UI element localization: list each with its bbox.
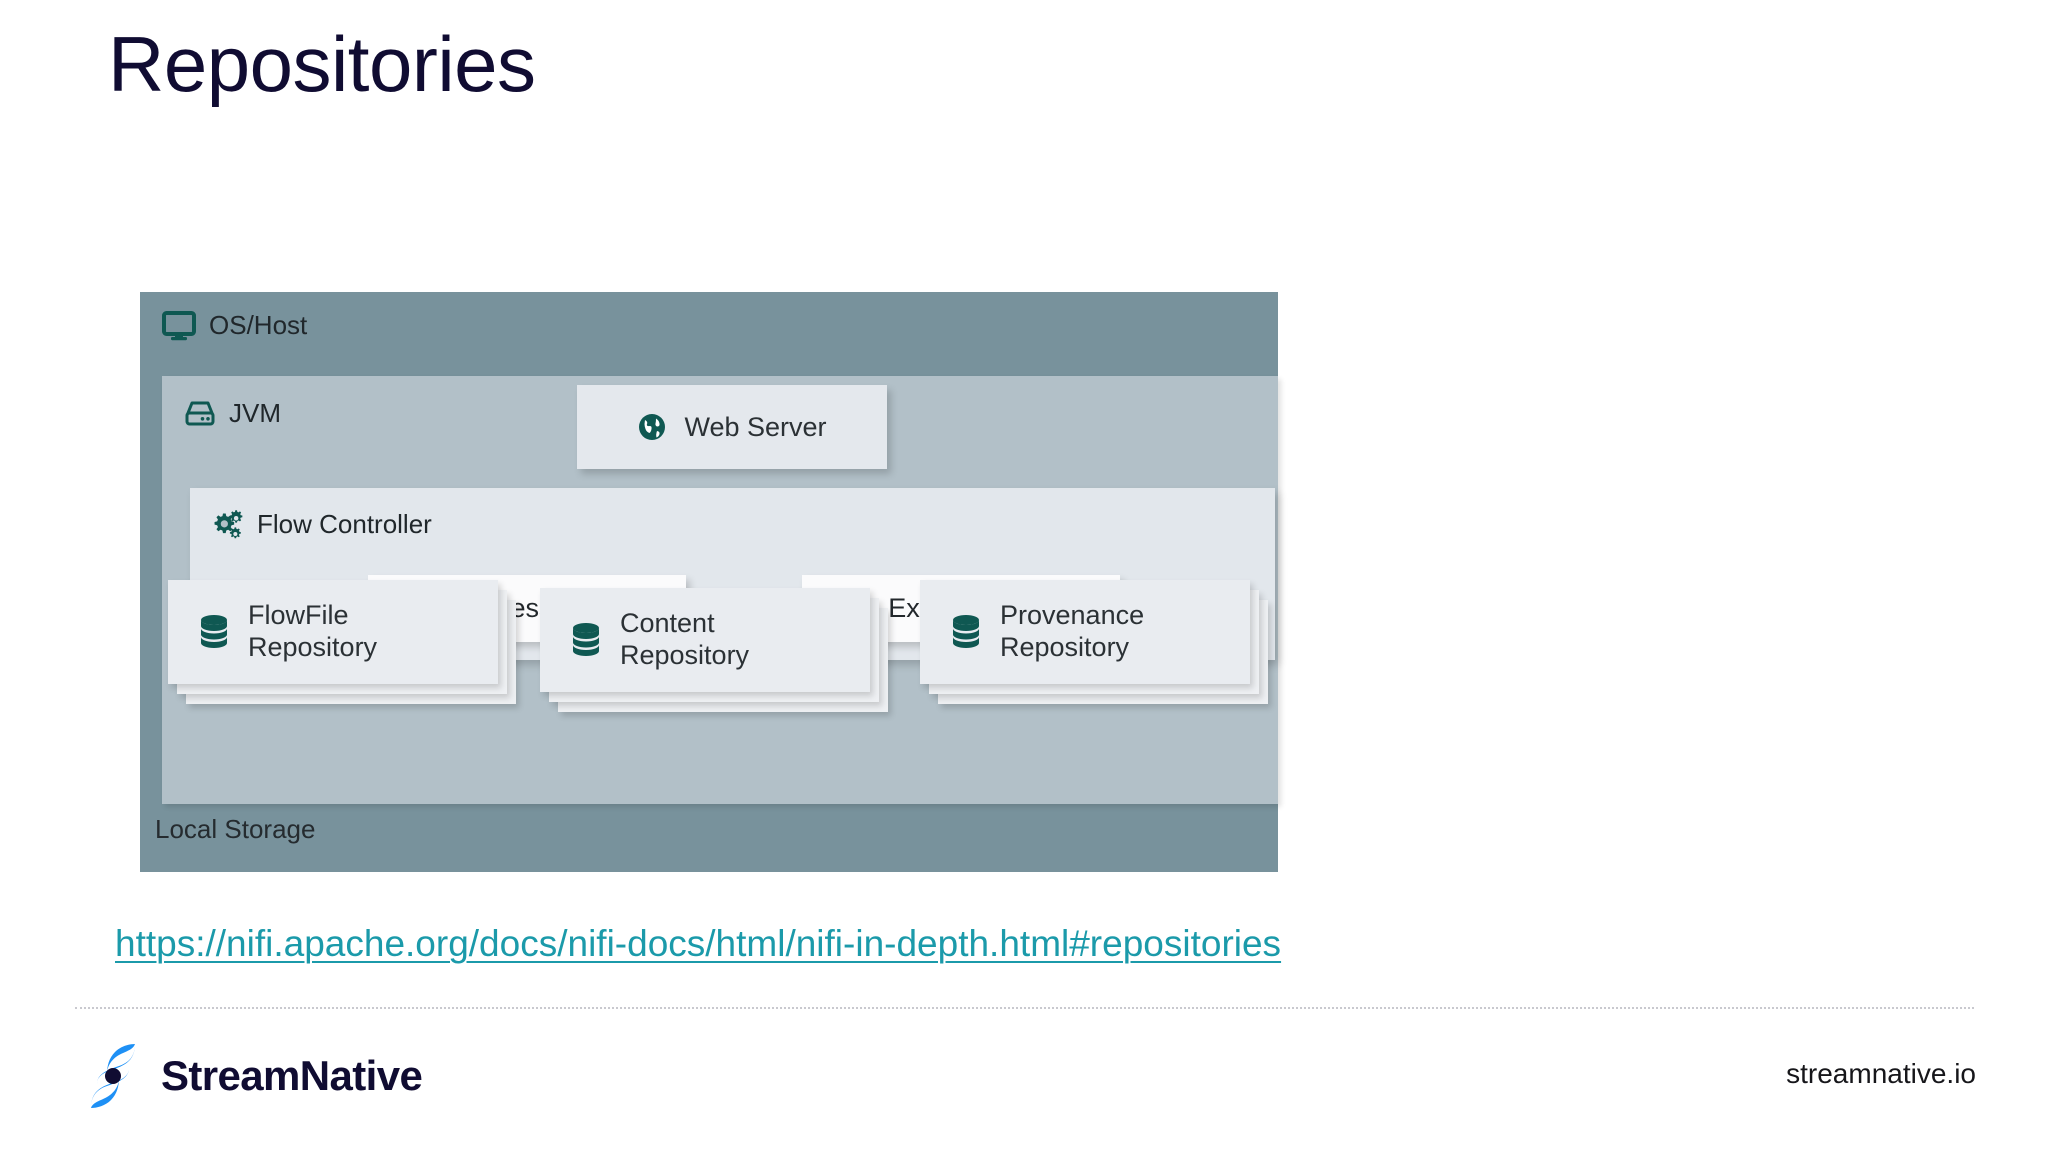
jvm-header: JVM [184,398,281,429]
page-title: Repositories [108,20,536,108]
server-drive-icon [184,399,216,428]
documentation-link[interactable]: https://nifi.apache.org/docs/nifi-docs/h… [115,923,1282,964]
footer-divider [75,1007,1974,1009]
jvm-label: JVM [229,398,281,428]
stack-layer-front: Content Repository [540,588,870,692]
stack-layer-front: FlowFile Repository [168,580,498,684]
os-host-header: OS/Host [162,310,307,341]
nifi-architecture-diagram: OS/Host JVM [140,292,1278,872]
flow-controller-label: Flow Controller [257,508,432,539]
monitor-icon [162,310,196,341]
gears-icon [210,508,244,540]
content-repository-box[interactable]: Content Repository [540,588,888,712]
database-icon [570,622,602,658]
provenance-repository-box[interactable]: Provenance Repository [920,580,1268,704]
content-repository-label: Content Repository [620,608,750,670]
flowfile-repository-label: FlowFile Repository [248,600,378,662]
os-host-panel: OS/Host JVM [140,292,1278,872]
database-icon [950,614,982,650]
streamnative-logo-icon [85,1040,141,1112]
globe-icon [637,412,667,442]
flow-controller-header: Flow Controller [210,508,432,540]
web-server-box[interactable]: Web Server [577,385,887,469]
brand-name: StreamNative [161,1052,423,1099]
footer-website: streamnative.io [1786,1058,1976,1089]
database-icon [198,614,230,650]
local-storage-label: Local Storage [155,814,316,844]
stack-layer-front: Provenance Repository [920,580,1250,684]
web-server-label: Web Server [684,411,827,442]
footer-brand: StreamNative [85,1040,423,1112]
os-host-label: OS/Host [209,310,308,340]
flowfile-repository-box[interactable]: FlowFile Repository [168,580,516,704]
provenance-repository-label: Provenance Repository [1000,600,1145,662]
